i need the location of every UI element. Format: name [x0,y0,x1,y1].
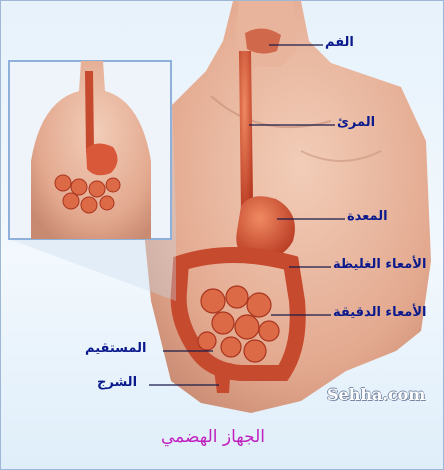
site-watermark: Sehha.com [327,385,425,404]
label-mouth: الفم [325,35,354,50]
label-small-intestine: الأمعاء الدقيقة [333,305,426,320]
diagram-caption: الجهاز الهضمي [161,427,265,447]
label-rectum: المستقيم [85,341,146,356]
label-anus: الشرج [97,375,137,390]
label-stomach: المعدة [347,209,388,224]
label-esophagus: المرئ [337,115,375,130]
label-large-intestine: الأمعاء الغليظة [333,257,426,272]
inset-panel [9,61,171,239]
